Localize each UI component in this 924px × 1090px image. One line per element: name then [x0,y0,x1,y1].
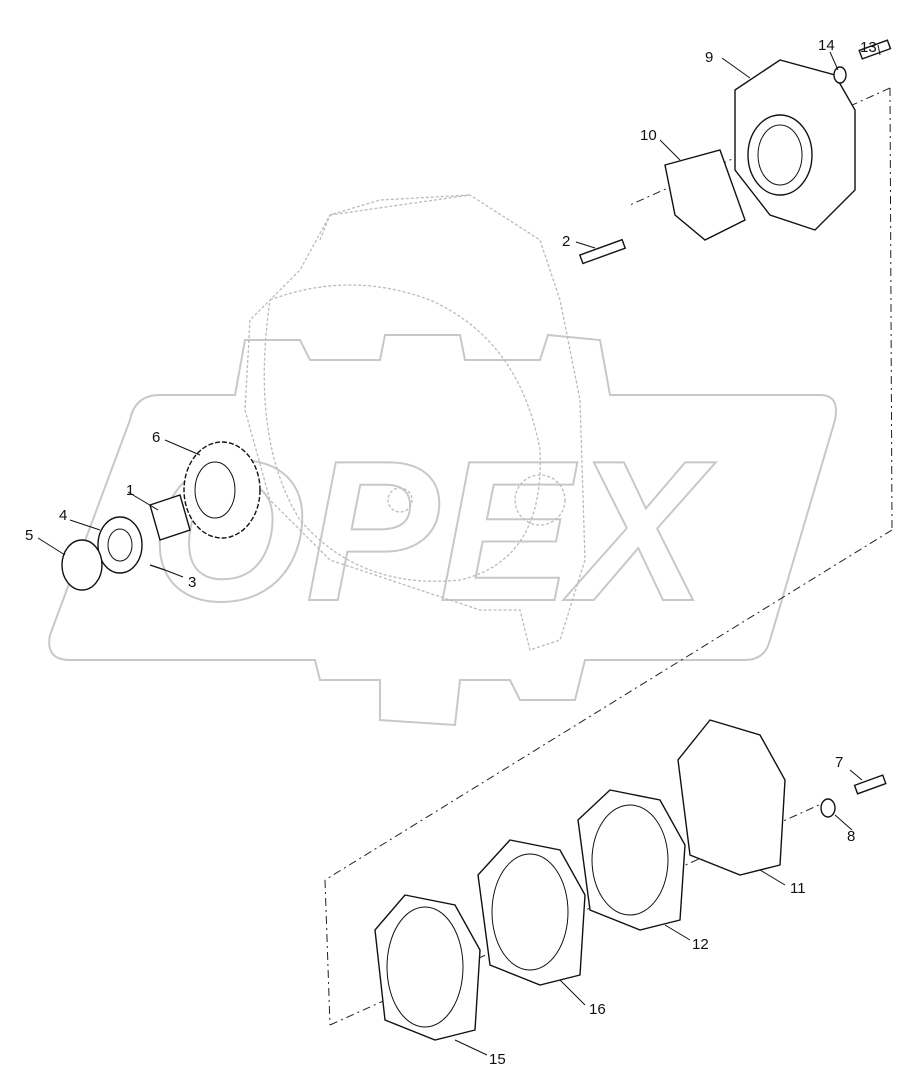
part-1-shaft [149,494,191,541]
centerline-right [889,87,893,531]
part-10-gasket [664,149,746,241]
part-15-gasket [374,894,481,1041]
part-5-snap-ring [61,539,103,591]
part-4-bearing [97,516,143,574]
part-16-gasket [477,839,586,986]
callout-10: 10 [640,127,657,144]
part-2-bolt [578,238,627,265]
callout-13: 13 [860,39,877,56]
callout-5: 5 [25,527,33,544]
part-8-washer [820,798,836,818]
centerline-diagonal [324,529,893,881]
callout-12: 12 [692,936,709,953]
callout-14: 14 [818,37,835,54]
callout-16: 16 [589,1001,606,1018]
part-13-bolt [858,39,892,60]
callout-2: 2 [562,233,570,250]
callout-11: 11 [790,880,806,897]
leader-lines [37,44,881,1056]
callout-8: 8 [847,828,855,845]
part-7-bolt [853,774,887,795]
part-9-flange [734,59,856,231]
part-11-cover [677,719,786,876]
callout-6: 6 [152,429,160,446]
transmission-housing-ghost [244,194,586,651]
callout-9: 9 [705,49,713,66]
callout-1: 1 [126,482,134,499]
part-3-pin [149,564,166,571]
callout-7: 7 [835,754,843,771]
callout-4: 4 [59,507,67,524]
callout-3: 3 [188,574,196,591]
part-12-gasket [577,789,686,931]
part-6-gear [183,441,261,539]
callout-15: 15 [489,1051,506,1068]
centerline-left [324,879,331,1026]
part-14-washer [833,66,847,84]
